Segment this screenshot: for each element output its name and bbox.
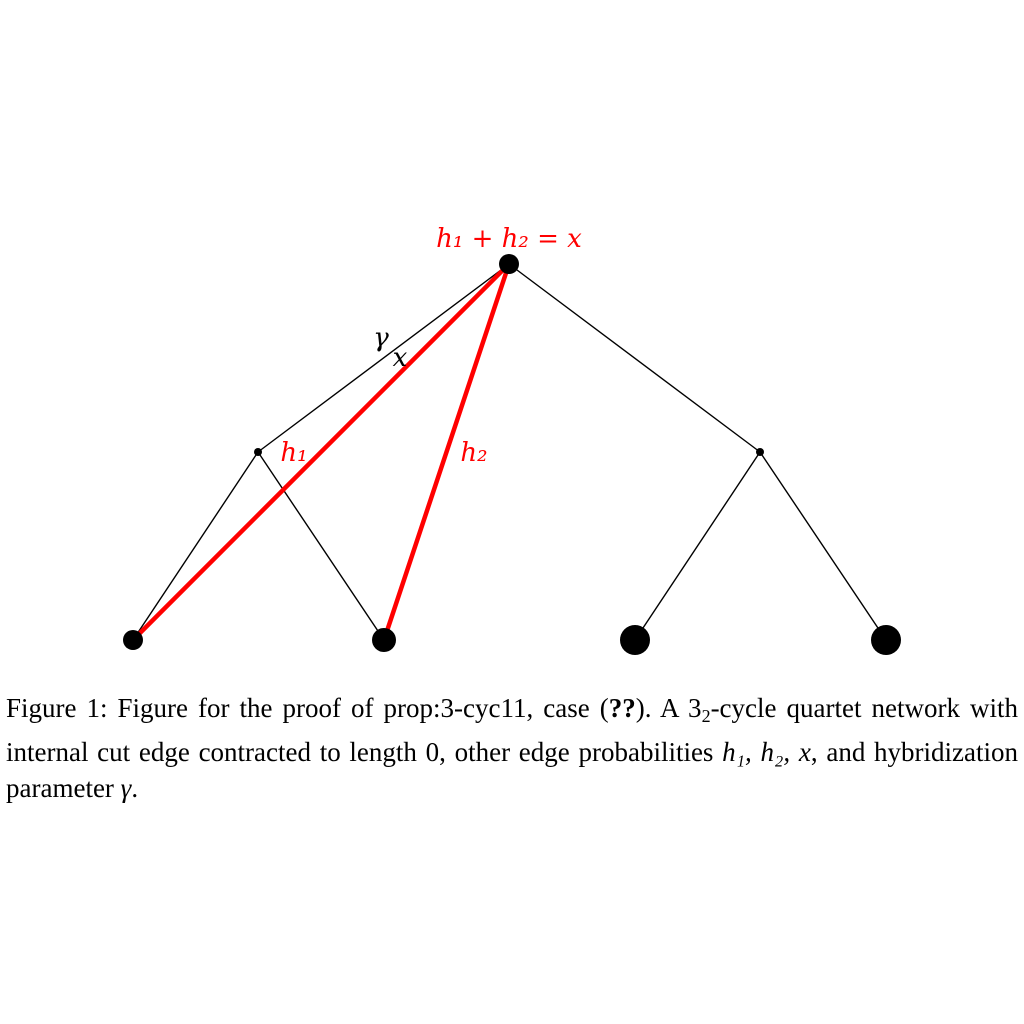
caption-gamma: γ xyxy=(120,773,132,803)
highlighted-edges xyxy=(130,261,512,643)
caption-subscript: 2 xyxy=(701,706,711,726)
caption-mid3: , and hybridization parameter xyxy=(6,737,1019,803)
edge-left-internal-leaf1 xyxy=(132,451,259,641)
edge-h1-root-to-leaf1 xyxy=(130,261,512,643)
left-internal-node xyxy=(254,448,262,456)
caption-vars: h₁, h₂, x xyxy=(722,737,811,767)
top-equation-label: h₁ + h₂ = x xyxy=(436,224,582,254)
edge-root-right-internal xyxy=(508,263,761,453)
root-node xyxy=(499,254,519,274)
right-internal-node xyxy=(756,448,764,456)
h1-label: h₁ xyxy=(280,438,307,468)
caption-ref: ?? xyxy=(608,693,636,723)
edge-left-internal-leaf2 xyxy=(257,451,385,641)
gamma-label: γ xyxy=(373,323,389,353)
caption-mid1: ). A 3 xyxy=(635,693,702,723)
edge-root-left-internal xyxy=(257,263,510,453)
edge-right-internal-leaf4 xyxy=(759,451,887,641)
leaf-node-3 xyxy=(620,625,650,655)
caption-end: . xyxy=(131,773,139,803)
h2-label: h₂ xyxy=(460,438,487,468)
x-label: x xyxy=(393,343,408,373)
edge-right-internal-leaf3 xyxy=(634,451,761,641)
tree-edges xyxy=(132,263,887,641)
leaf-node-4 xyxy=(871,625,901,655)
leaf-node-1 xyxy=(123,630,143,650)
quartet-network-diagram: h₁ + h₂ = x γ x h₁ h₂ xyxy=(123,224,901,655)
edge-h2-root-to-leaf2 xyxy=(381,261,512,643)
figure-caption: Figure 1: Figure for the proof of prop:3… xyxy=(6,690,1018,806)
caption-prefix: Figure 1: Figure for the proof of prop:3… xyxy=(6,693,609,723)
leaf-node-2 xyxy=(372,628,396,652)
caption-mid2: -cycle quartet network with internal cut… xyxy=(6,693,1019,767)
nodes xyxy=(123,254,901,655)
